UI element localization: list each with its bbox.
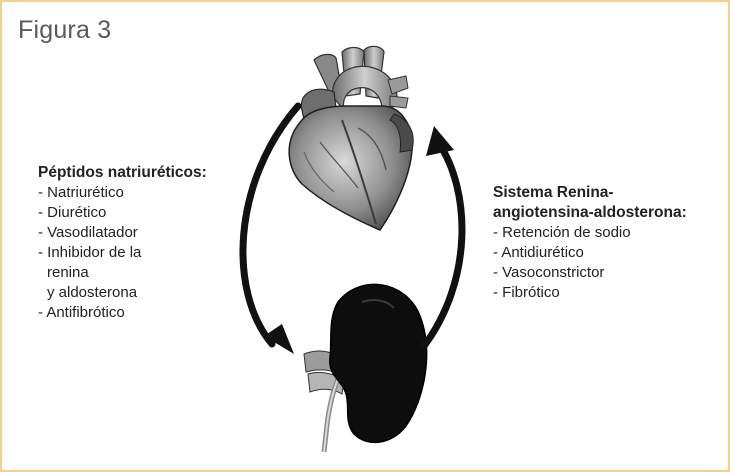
left-item: - Vasodilatador [38,223,207,243]
right-item: - Vasoconstrictor [493,263,687,283]
right-item: - Fibrótico [493,283,687,303]
left-item: - Natriurético [38,183,207,203]
arrow-kidney-to-heart [424,126,462,346]
left-item: - Antifibrótico [38,303,207,323]
raas-heading-line2: angiotensina-aldosterona: [493,203,687,223]
left-item: - Diurético [38,203,207,223]
raas-heading-line1: Sistema Renina- [493,183,687,203]
left-item: renina [38,263,207,283]
heart-illustration [289,46,413,230]
natriuretic-peptides-heading: Péptidos natriuréticos: [38,163,207,183]
left-item: y aldosterona [38,283,207,303]
right-item: - Antidiurético [493,243,687,263]
right-item: - Retención de sodio [493,223,687,243]
natriuretic-peptides-block: Péptidos natriuréticos: - Natriurético -… [38,163,207,323]
left-item: - Inhibidor de la [38,243,207,263]
kidney-illustration [304,284,427,452]
raas-block: Sistema Renina- angiotensina-aldosterona… [493,183,687,303]
